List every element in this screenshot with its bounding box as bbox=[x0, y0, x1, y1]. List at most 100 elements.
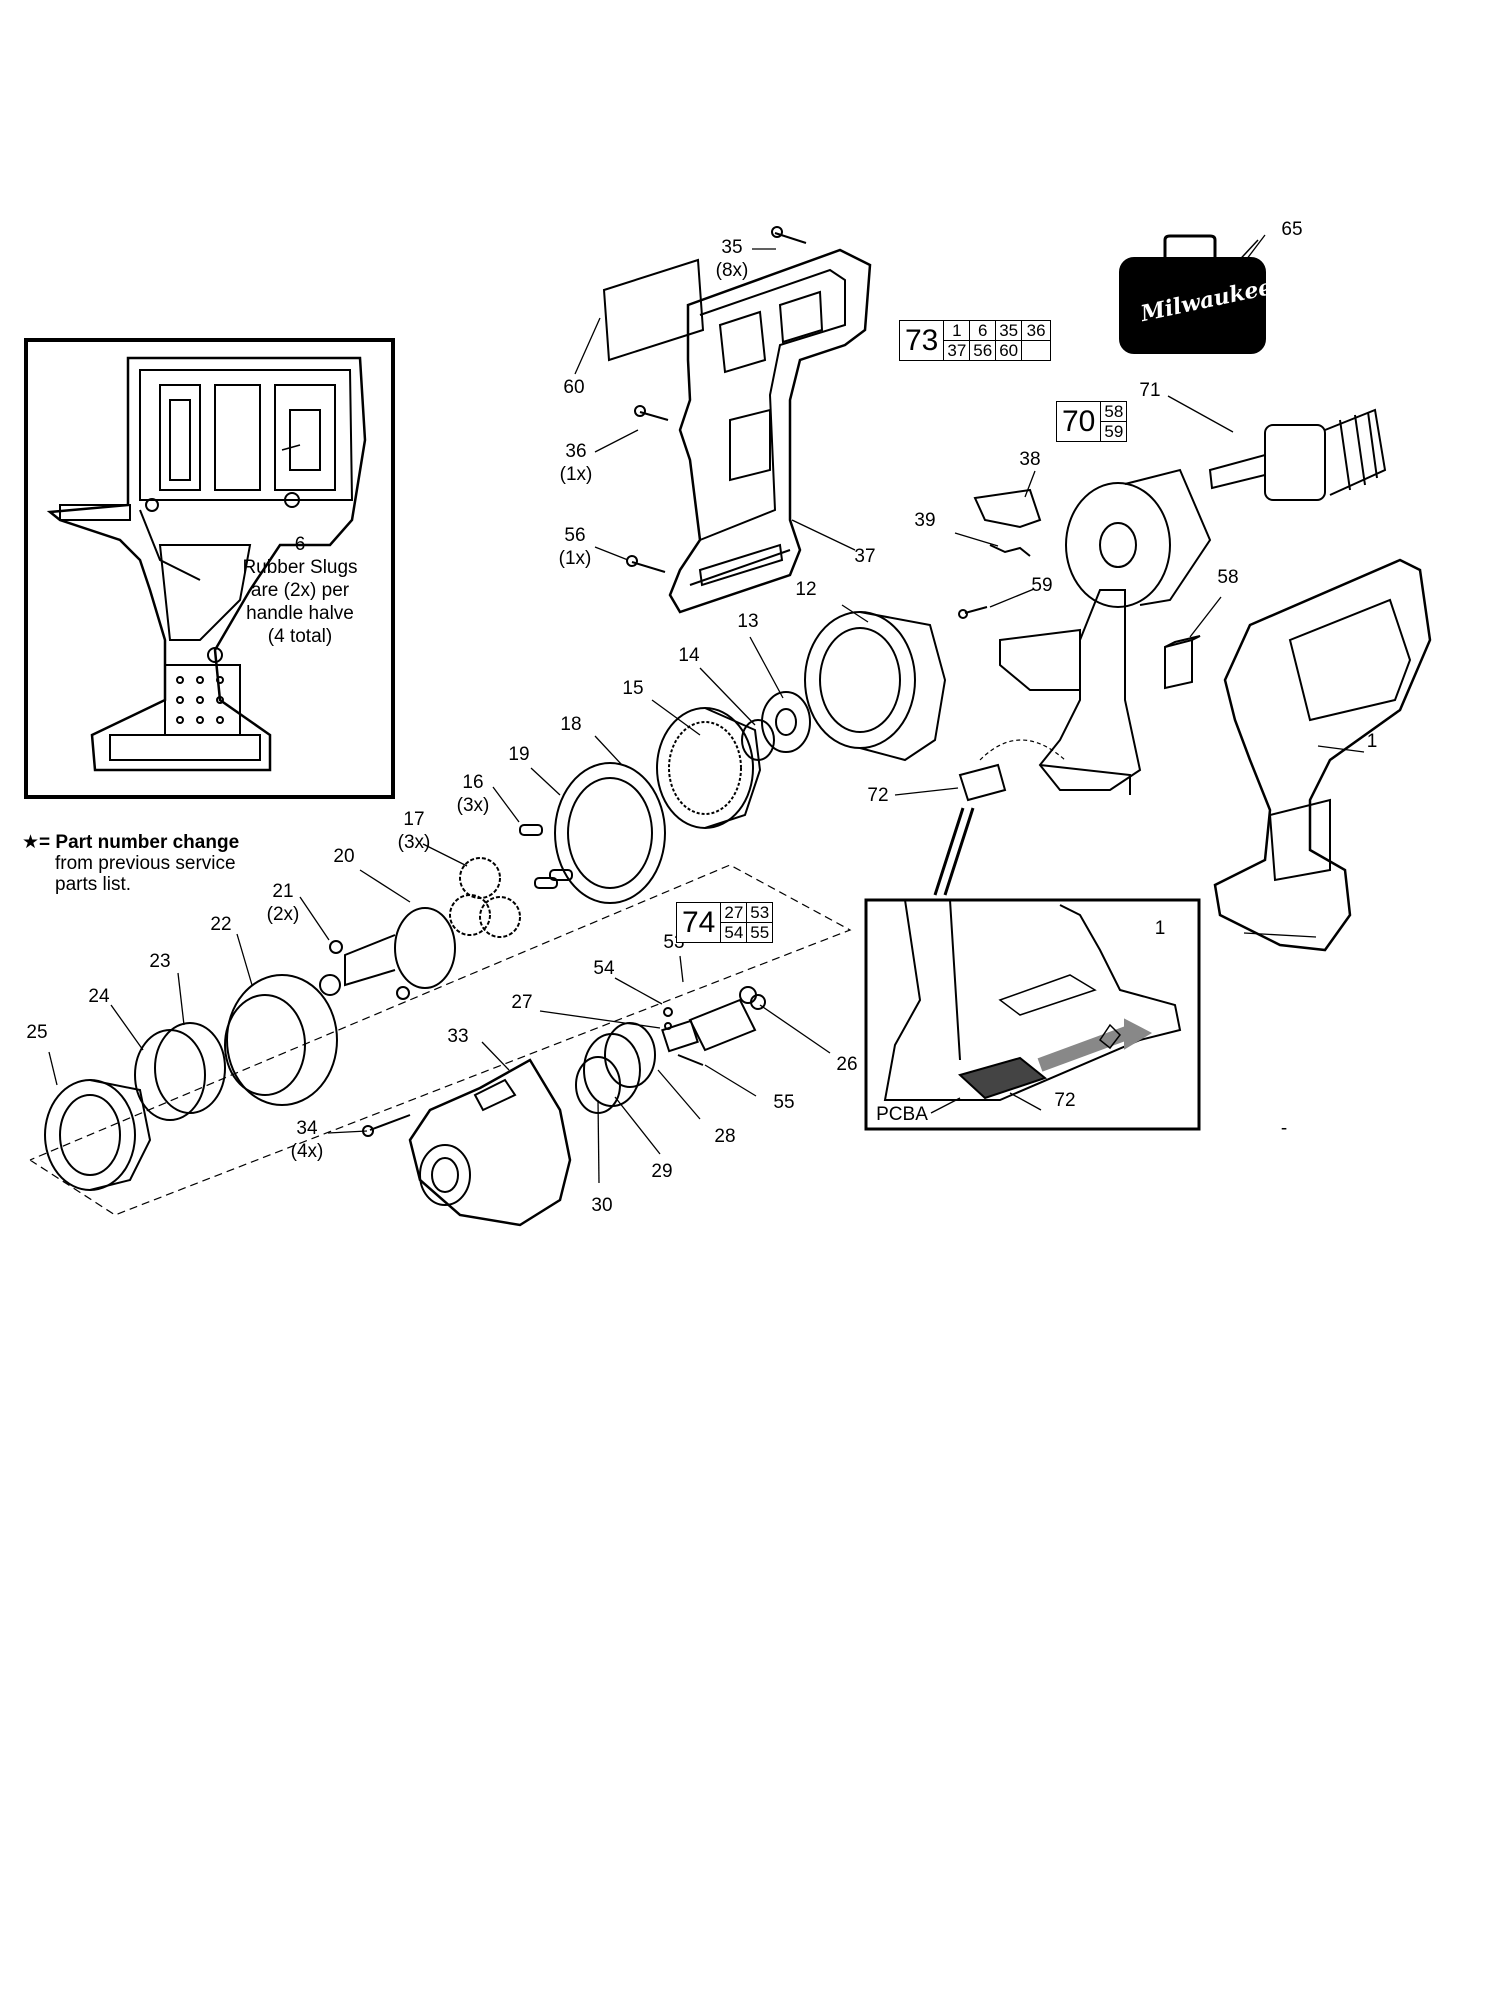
screw-36 bbox=[634, 405, 669, 421]
housing-assembly bbox=[1213, 558, 1432, 952]
pins bbox=[519, 824, 573, 889]
part-label: 13 bbox=[737, 611, 759, 632]
part-number: 34 bbox=[296, 1118, 318, 1139]
part-label: 20 bbox=[333, 846, 355, 867]
inset-text-line: Rubber Slugs bbox=[242, 557, 358, 578]
part-label: 23 bbox=[149, 951, 171, 972]
hammer-spring bbox=[224, 974, 338, 1106]
part-number: 36 bbox=[565, 441, 587, 462]
kit-part bbox=[1021, 340, 1052, 361]
part-label: 56 (1x) bbox=[559, 524, 592, 570]
part-label: 21 (2x) bbox=[267, 880, 300, 926]
carrier bbox=[319, 907, 456, 996]
stray-mark: - bbox=[1280, 1118, 1288, 1139]
anvil-cap bbox=[44, 1079, 152, 1191]
part-label: 36 (1x) bbox=[560, 440, 593, 486]
part-label: 54 bbox=[593, 958, 615, 979]
part-qty: (1x) bbox=[559, 464, 593, 485]
part-qty: (2x) bbox=[266, 904, 300, 925]
screw-56 bbox=[626, 555, 666, 573]
part-label: 27 bbox=[511, 992, 533, 1013]
switch-cover bbox=[973, 488, 1042, 529]
assembly-guide bbox=[29, 864, 852, 1216]
part-label: 1 bbox=[1366, 731, 1378, 752]
magnet-block bbox=[1164, 635, 1201, 690]
part-label: 34 (4x) bbox=[291, 1117, 324, 1163]
part-label: 25 bbox=[26, 1022, 48, 1043]
planet-gears bbox=[449, 857, 521, 938]
kit-part: 1 bbox=[943, 320, 971, 341]
part-number: 35 bbox=[721, 237, 743, 258]
washer-24 bbox=[134, 1029, 206, 1121]
washer-13 bbox=[761, 691, 811, 753]
part-label: 17 (3x) bbox=[398, 808, 431, 854]
label-plate bbox=[602, 258, 705, 362]
kit-number: 70 bbox=[1055, 401, 1102, 442]
part-number: 16 bbox=[462, 772, 484, 793]
part-number: 6 bbox=[294, 534, 306, 555]
kit-part: 27 bbox=[720, 902, 748, 923]
inset-handle-callout: 6 Rubber Slugs are (2x) per handle halve… bbox=[242, 533, 357, 648]
motor-rotor bbox=[1208, 408, 1387, 501]
kit-part: 53 bbox=[746, 902, 774, 923]
part-change-note: ★= Part number change from previous serv… bbox=[22, 832, 239, 895]
screw-34 bbox=[362, 1114, 411, 1137]
note-line-1: ★= Part number change bbox=[22, 832, 239, 853]
washer-23 bbox=[154, 1022, 226, 1114]
kit-74-table: 74 27 53 54 55 bbox=[675, 902, 774, 943]
handle-half bbox=[668, 248, 872, 614]
note-line-3: parts list. bbox=[55, 874, 132, 895]
kit-part: 60 bbox=[995, 340, 1023, 361]
kit-part: 6 bbox=[969, 320, 997, 341]
pin-55 bbox=[677, 1054, 704, 1066]
bearing-29 bbox=[583, 1033, 641, 1107]
part-qty: (4x) bbox=[290, 1141, 324, 1162]
kit-part: 35 bbox=[995, 320, 1023, 341]
kit-number: 74 bbox=[675, 902, 722, 943]
part-label: PCBA bbox=[876, 1104, 928, 1125]
part-label: 39 bbox=[914, 510, 936, 531]
part-label: 33 bbox=[447, 1026, 469, 1047]
kit-part: 54 bbox=[720, 922, 748, 943]
part-label: 72 bbox=[1054, 1090, 1076, 1111]
ball-21a bbox=[329, 940, 343, 954]
carrying-case bbox=[1119, 234, 1266, 354]
pcba-module bbox=[958, 739, 1066, 802]
part-label: 19 bbox=[508, 744, 530, 765]
star-icon: ★ bbox=[22, 832, 40, 853]
inset-text-line: (4 total) bbox=[267, 626, 333, 647]
part-label: 16 (3x) bbox=[457, 771, 490, 817]
kit-70-table: 70 58 59 bbox=[1055, 401, 1128, 442]
front-housing bbox=[408, 1058, 572, 1227]
note-bold: = Part number change bbox=[39, 832, 240, 853]
part-label: 35 (8x) bbox=[716, 236, 749, 282]
part-label: 65 bbox=[1281, 219, 1303, 240]
part-label: 37 bbox=[854, 546, 876, 567]
part-label: 71 bbox=[1139, 380, 1161, 401]
ball-26 bbox=[750, 994, 766, 1010]
kit-part: 36 bbox=[1021, 320, 1052, 341]
part-label: 58 bbox=[1217, 567, 1239, 588]
screw-59 bbox=[958, 606, 988, 619]
part-label: 72 bbox=[867, 785, 889, 806]
part-label: 24 bbox=[88, 986, 110, 1007]
switch-assembly bbox=[999, 589, 1142, 795]
kit-part: 37 bbox=[943, 340, 971, 361]
part-qty: (1x) bbox=[558, 548, 592, 569]
part-label: 60 bbox=[563, 377, 585, 398]
part-label: 22 bbox=[210, 914, 232, 935]
part-label: 12 bbox=[795, 579, 817, 600]
spring-clip bbox=[989, 544, 1031, 557]
bearing-28 bbox=[604, 1022, 656, 1088]
part-qty: (3x) bbox=[456, 795, 490, 816]
part-label: 55 bbox=[773, 1092, 795, 1113]
stator bbox=[1065, 468, 1212, 608]
kit-part: 56 bbox=[969, 340, 997, 361]
note-line-2: from previous service bbox=[55, 853, 236, 874]
gasket bbox=[554, 762, 666, 904]
part-label: 14 bbox=[678, 645, 700, 666]
leader-lines bbox=[48, 234, 1365, 1184]
kit-73-table: 73 1 6 35 36 37 56 60 bbox=[898, 320, 1052, 361]
part-label: 30 bbox=[591, 1195, 613, 1216]
